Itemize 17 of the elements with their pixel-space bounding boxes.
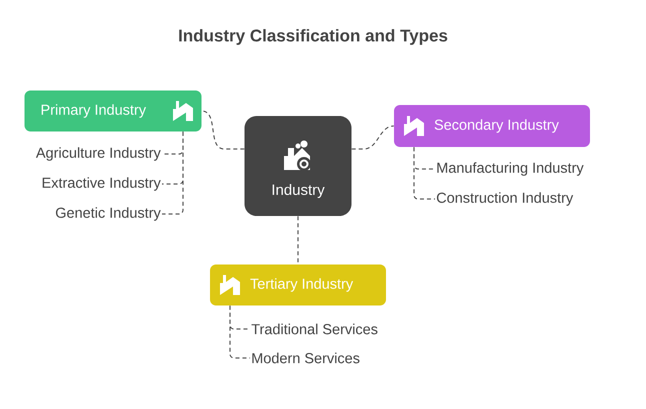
category-box: Primary Industry xyxy=(24,90,202,132)
connector xyxy=(162,131,184,214)
item-label: Extractive Industry xyxy=(42,177,161,191)
item-label: Agriculture Industry xyxy=(36,147,161,161)
category-box: Tertiary Industry xyxy=(210,264,386,306)
category-box: Secondary Industry xyxy=(394,105,590,147)
category-box: Industry xyxy=(244,116,352,216)
item-label: Manufacturing Industry xyxy=(437,162,584,176)
item-label: Construction Industry xyxy=(436,192,574,206)
connector xyxy=(230,305,250,358)
connector xyxy=(201,110,245,150)
connector xyxy=(414,146,436,200)
item-label: Traditional Services xyxy=(252,324,378,334)
item-label: Modern Services xyxy=(252,352,360,364)
connector xyxy=(351,126,394,150)
item-label: Genetic Industry xyxy=(56,207,161,221)
title: Industry Classification and Types xyxy=(179,29,448,45)
